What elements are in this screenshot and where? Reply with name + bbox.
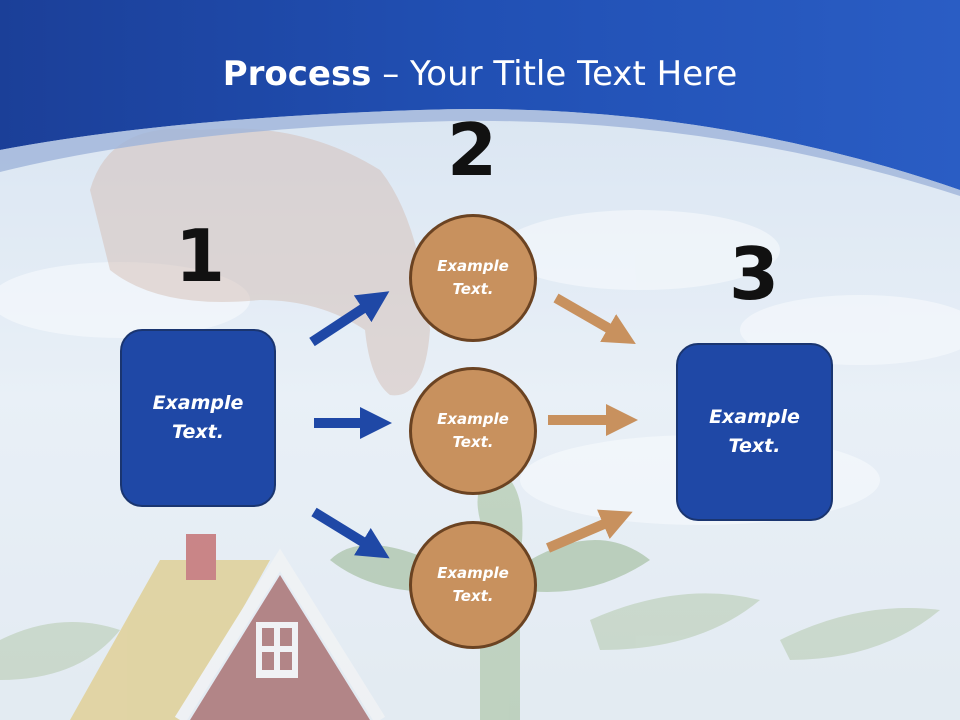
- page-title: Process – Your Title Text Here: [0, 50, 960, 98]
- step-number-2: 2: [446, 108, 498, 192]
- process-circle-2: Example Text.: [409, 367, 537, 495]
- arrow-to-circle-1: [309, 291, 390, 347]
- arrow-from-circle-1: [553, 293, 636, 344]
- process-circle-3: Example Text.: [409, 521, 537, 649]
- right-process-box: Example Text.: [676, 343, 833, 521]
- title-strong: Process: [222, 54, 372, 94]
- title-rest: – Your Title Text Here: [371, 54, 738, 94]
- house-shape: [70, 534, 386, 720]
- hand-shape: [90, 128, 430, 396]
- arrow-from-circle-3: [546, 509, 633, 553]
- header-band: [0, 0, 960, 190]
- header-swoosh: [0, 109, 960, 196]
- process-circle-1: Example Text.: [409, 214, 537, 342]
- step-number-3: 3: [728, 232, 780, 316]
- step-number-1: 1: [174, 214, 226, 298]
- arrow-to-circle-3: [311, 507, 390, 559]
- left-process-box: Example Text.: [120, 329, 276, 507]
